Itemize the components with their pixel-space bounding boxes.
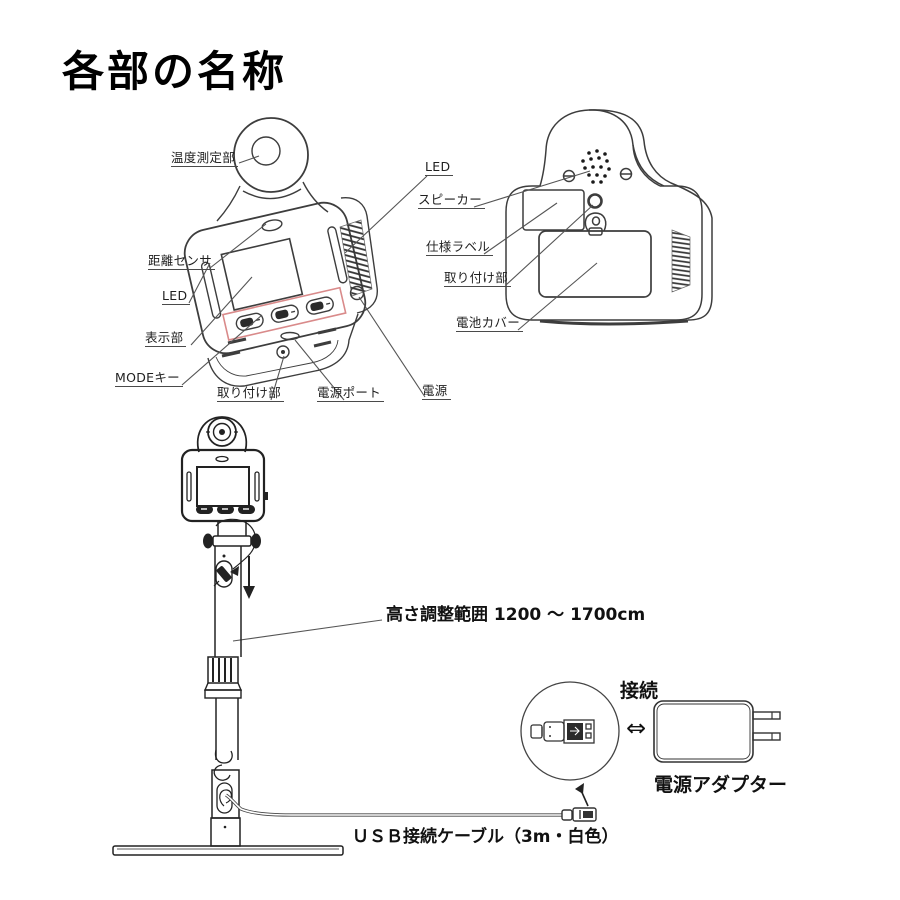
speaker-holes bbox=[581, 149, 611, 184]
down-arrowhead bbox=[243, 586, 255, 599]
label-power-port: 電源ポート bbox=[317, 385, 385, 402]
temp-lens-inner bbox=[251, 136, 281, 166]
led-bar-right bbox=[327, 226, 348, 284]
power-button bbox=[349, 285, 365, 301]
front-device-drawing bbox=[183, 117, 378, 387]
label-mode-key: MODEキー bbox=[115, 370, 183, 387]
label-spec-label: 仕様ラベル bbox=[426, 239, 494, 256]
label-power: 電源 bbox=[422, 383, 451, 400]
label-speaker: スピーカー bbox=[418, 192, 486, 209]
back-side-ribs bbox=[671, 229, 691, 293]
stand-drawing bbox=[112, 416, 344, 856]
power-port-hole bbox=[280, 331, 300, 341]
back-device-drawing bbox=[505, 109, 713, 326]
height-range-text: 高さ調整範囲 1200 ～ 1700cm bbox=[386, 605, 646, 625]
label-distance-sensor: 距離センサ bbox=[148, 253, 216, 270]
label-mount-front: 取り付け部 bbox=[217, 385, 285, 402]
connector-detail-circle bbox=[520, 681, 620, 781]
label-temp-sensor: 温度測定部 bbox=[171, 150, 239, 167]
battery-cover-plate bbox=[538, 230, 652, 298]
usb-cable-text: ＵＳＢ接続ケーブル（3m・白色） bbox=[352, 827, 619, 847]
rotate-arrowhead bbox=[230, 566, 239, 576]
led-bar-left bbox=[200, 261, 222, 319]
power-adapter-drawing bbox=[653, 700, 781, 763]
connection-text: 接続 bbox=[620, 680, 659, 702]
base-plate bbox=[112, 845, 344, 856]
leader-lines bbox=[181, 155, 598, 642]
usb-plug-drawing bbox=[530, 719, 595, 744]
back-mount-screw bbox=[587, 193, 603, 209]
connection-arrow-symbol: ⇔ bbox=[626, 714, 647, 742]
cable-slot bbox=[215, 560, 233, 588]
display-screen bbox=[220, 237, 304, 311]
page-title: 各部の名称 bbox=[62, 47, 288, 96]
side-vent-ribs bbox=[339, 219, 373, 297]
mode-keys-highlight-box bbox=[221, 286, 347, 341]
label-led-left: LED bbox=[162, 288, 191, 305]
spec-label-plate bbox=[522, 189, 585, 231]
label-display: 表示部 bbox=[145, 330, 187, 347]
label-led-top: LED bbox=[425, 159, 454, 176]
label-mount-back: 取り付け部 bbox=[444, 270, 512, 287]
cable-pointer-arrowhead bbox=[575, 783, 584, 794]
temp-lens-outer bbox=[233, 117, 309, 193]
label-battery-cover: 電池カバー bbox=[456, 315, 524, 332]
power-adapter-text: 電源アダプター bbox=[654, 774, 788, 796]
usb-cable-drawing bbox=[225, 783, 597, 822]
